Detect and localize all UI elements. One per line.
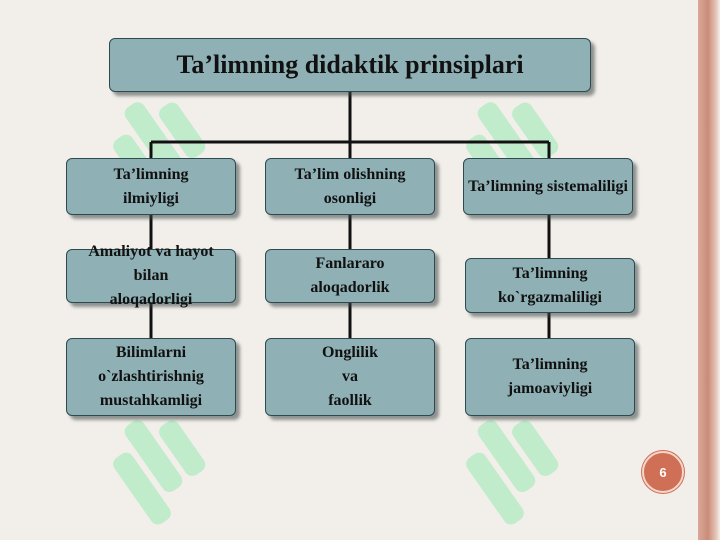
node-label: Ta’limning sistemaliligi	[468, 177, 628, 195]
slide-right-border	[690, 0, 720, 540]
node-label: Ta’lim olishning osonligi	[294, 165, 406, 207]
page-number: 6	[659, 464, 667, 480]
diagram-title: Ta’limning didaktik prinsiplari	[176, 49, 524, 79]
node-box: Bilimlarni o`zlashtirishnig mustahkamlig…	[66, 338, 236, 416]
watermark-logo-icon	[113, 420, 206, 525]
node-label: Amaliyot va hayot bilan aloqadorligi	[88, 243, 214, 308]
node-label: Bilimlarni o`zlashtirishnig mustahkamlig…	[98, 344, 204, 409]
watermark-logo-icon	[466, 420, 559, 525]
node-label: Fanlararo aloqadorlik	[310, 255, 390, 296]
node-label: Ta’limning ko`rgazmaliligi	[498, 264, 602, 306]
node-box: Ta’limning ko`rgazmaliligi	[465, 258, 635, 313]
node-box: Amaliyot va hayot bilan aloqadorligi	[66, 243, 236, 308]
node-label: Ta’limning jamoaviyligi	[507, 356, 593, 397]
diagram-title-box: Ta’limning didaktik prinsiplari	[109, 38, 591, 92]
node-box: Ta’limning sistemaliligi	[463, 158, 633, 215]
page-number-badge: 6	[642, 451, 684, 493]
node-box: Fanlararo aloqadorlik	[265, 249, 435, 303]
node-label: Ta’limning ilmiyligi	[113, 165, 189, 207]
node-box: Ta’lim olishning osonligi	[265, 158, 435, 215]
node-label: Onglilik va faollik	[321, 344, 379, 409]
node-box: Onglilik va faollik	[265, 338, 435, 416]
node-box: Ta’limning jamoaviyligi	[465, 338, 635, 416]
node-box: Ta’limning ilmiyligi	[66, 158, 236, 215]
